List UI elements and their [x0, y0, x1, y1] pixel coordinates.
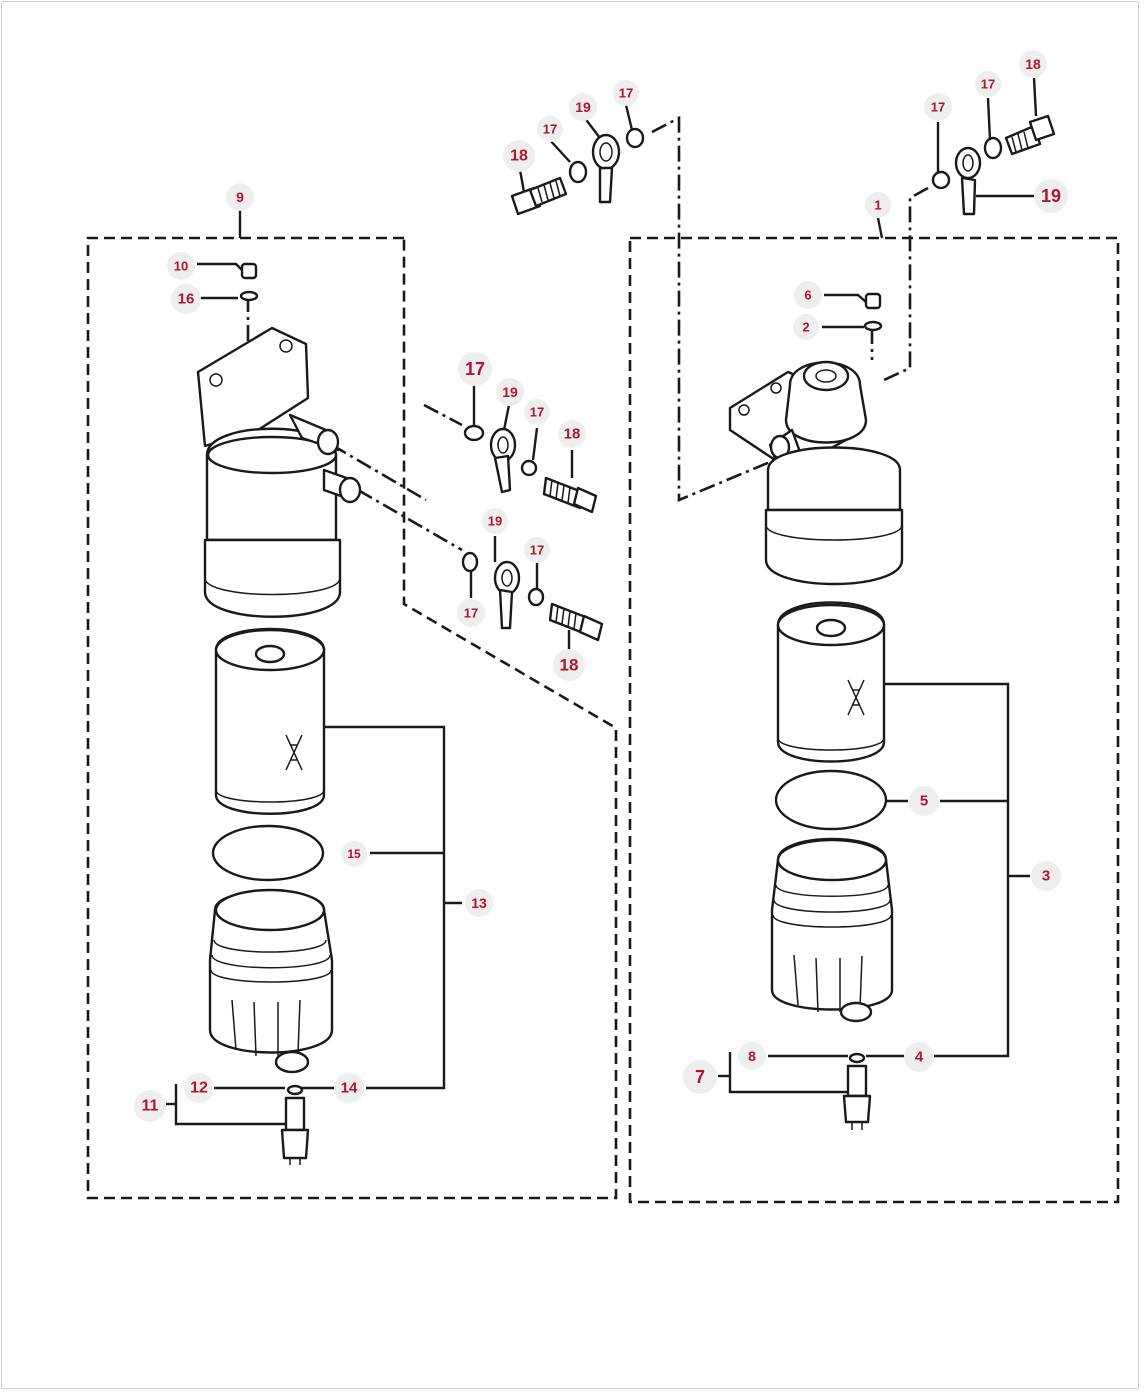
callout-12: 12 — [184, 1073, 214, 1103]
svg-text:5: 5 — [920, 793, 928, 810]
flow-line-left-1 — [331, 443, 427, 502]
left-bleed-screw — [239, 262, 259, 302]
callout-17-top-d: 17 — [975, 71, 1001, 97]
callout-2: 2 — [793, 314, 819, 340]
callout-4: 4 — [904, 1042, 934, 1072]
svg-text:17: 17 — [931, 100, 945, 115]
svg-text:19: 19 — [1041, 186, 1061, 206]
left-filter-head — [196, 326, 362, 618]
callout-11: 11 — [134, 1090, 166, 1122]
callout-9: 9 — [226, 183, 254, 211]
svg-text:4: 4 — [915, 1049, 924, 1066]
callout-7: 7 — [683, 1060, 717, 1094]
callout-18-left-b: 18 — [553, 649, 585, 681]
callout-19-left-b: 19 — [482, 508, 508, 534]
left-banjo-fitting-lower — [461, 551, 604, 642]
callout-14: 14 — [334, 1073, 364, 1103]
callout-17-left-b: 17 — [524, 399, 550, 425]
left-o-ring — [211, 824, 325, 882]
right-bleed-screw — [863, 292, 883, 332]
svg-text:19: 19 — [488, 514, 502, 529]
leader-lines — [166, 77, 1038, 1126]
callout-17-top-c: 17 — [924, 93, 952, 121]
callout-16: 16 — [171, 284, 201, 314]
left-banjo-fitting-upper — [463, 424, 598, 514]
callout-3: 3 — [1031, 861, 1061, 891]
callout-10: 10 — [167, 252, 195, 280]
group-box-9 — [86, 236, 618, 1200]
top-center-banjo-fitting — [510, 127, 645, 216]
svg-text:19: 19 — [502, 384, 518, 400]
callout-1: 1 — [865, 192, 891, 218]
right-filter-head — [728, 360, 904, 586]
svg-text:10: 10 — [174, 259, 188, 274]
svg-text:17: 17 — [530, 405, 544, 420]
svg-text:17: 17 — [464, 606, 478, 621]
svg-text:17: 17 — [619, 86, 633, 101]
callout-8: 8 — [738, 1042, 766, 1070]
flow-line-left-3 — [423, 403, 463, 427]
svg-text:14: 14 — [341, 1080, 358, 1097]
svg-text:1: 1 — [874, 198, 881, 213]
flow-line-right-side — [883, 186, 929, 382]
svg-text:17: 17 — [543, 122, 557, 137]
svg-text:13: 13 — [471, 895, 487, 911]
svg-text:11: 11 — [142, 1098, 159, 1115]
svg-text:18: 18 — [560, 656, 579, 675]
svg-text:8: 8 — [748, 1048, 756, 1064]
callout-19-top-a: 19 — [569, 93, 597, 121]
svg-text:18: 18 — [1025, 56, 1041, 72]
svg-text:18: 18 — [510, 148, 528, 165]
left-sediment-bowl — [208, 888, 334, 1074]
callout-18-top-a: 18 — [503, 140, 535, 172]
left-filter-element — [214, 627, 326, 815]
callout-17-top-a: 17 — [537, 116, 563, 142]
right-sediment-bowl — [770, 837, 894, 1023]
svg-text:3: 3 — [1042, 868, 1050, 885]
svg-text:17: 17 — [465, 359, 485, 379]
callout-18-top-b: 18 — [1019, 50, 1047, 78]
svg-text:17: 17 — [530, 543, 544, 558]
top-right-banjo-fitting — [931, 114, 1056, 216]
svg-text:18: 18 — [564, 426, 581, 443]
svg-text:12: 12 — [190, 1080, 208, 1097]
callout-6: 6 — [794, 281, 822, 309]
callout-18-left-a: 18 — [558, 420, 586, 448]
svg-text:2: 2 — [802, 320, 809, 335]
right-o-ring — [774, 769, 888, 831]
svg-text:19: 19 — [575, 99, 591, 115]
callout-17-left-d: 17 — [457, 599, 485, 627]
callout-19-top-b: 19 — [1034, 179, 1068, 213]
svg-text:6: 6 — [804, 288, 811, 303]
callout-13: 13 — [465, 889, 493, 917]
svg-text:9: 9 — [236, 189, 244, 205]
callout-17-left-a: 17 — [458, 352, 492, 386]
flow-line-left-2 — [357, 488, 463, 552]
callout-17-left-c: 17 — [524, 537, 550, 563]
right-filter-element — [776, 601, 886, 763]
left-drain-valve — [280, 1084, 310, 1165]
callout-19-left-a: 19 — [496, 378, 524, 406]
callout-5: 5 — [909, 786, 939, 816]
flow-line-right-top — [651, 115, 771, 502]
callout-15: 15 — [341, 841, 367, 867]
callout-17-top-b: 17 — [613, 80, 639, 106]
svg-text:16: 16 — [178, 291, 195, 308]
svg-text:7: 7 — [695, 1067, 705, 1087]
right-drain-valve — [842, 1052, 872, 1130]
group-box-1 — [628, 236, 1120, 1204]
svg-text:17: 17 — [981, 77, 995, 92]
svg-text:15: 15 — [347, 847, 361, 861]
